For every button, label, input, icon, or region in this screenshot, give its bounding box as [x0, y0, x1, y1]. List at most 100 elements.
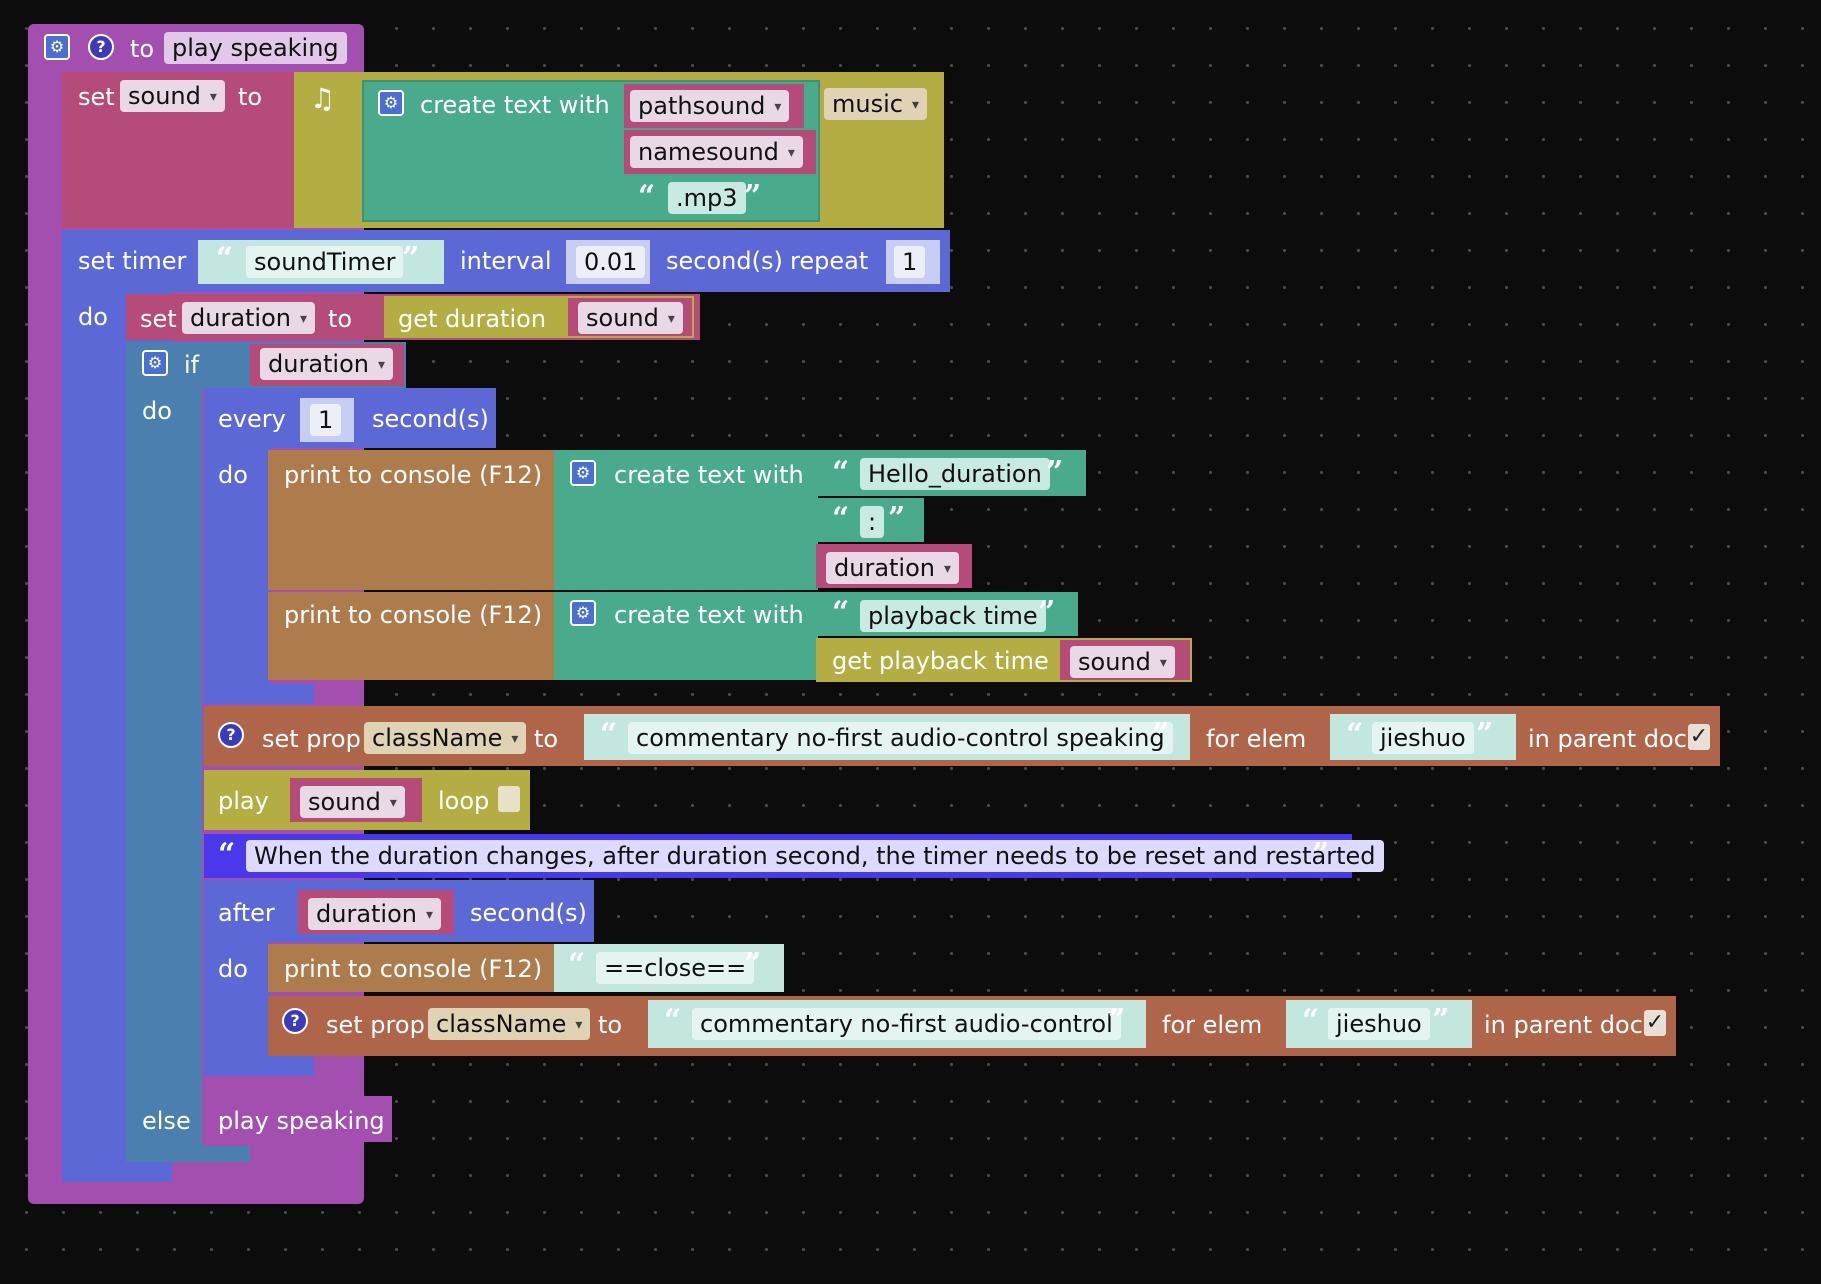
open-quote-icon: “ — [1346, 717, 1364, 752]
in-parent-doc-checkbox[interactable]: ✓ — [1688, 724, 1710, 750]
to-label: to — [328, 305, 353, 333]
close-quote-icon: ” — [1432, 1003, 1450, 1038]
condition-var-dropdown[interactable]: duration — [260, 348, 394, 380]
gear-icon[interactable]: ⚙ — [378, 90, 404, 116]
close-quote-icon: ” — [888, 501, 906, 536]
open-quote-icon: “ — [568, 947, 586, 982]
repeat-field[interactable]: 1 — [894, 246, 926, 278]
play-speaking-call-block[interactable] — [204, 1096, 392, 1142]
prop-dropdown[interactable]: className — [428, 1008, 591, 1040]
every-footer — [204, 684, 314, 704]
close-quote-icon: ” — [1108, 1003, 1126, 1038]
seconds-label: second(s) — [372, 405, 489, 433]
print-label: print to console (F12) — [284, 955, 543, 983]
seconds-label: second(s) — [666, 247, 783, 275]
timer-do-label: do — [78, 303, 108, 331]
elem-field[interactable]: jieshuo — [1372, 722, 1474, 754]
set-label: set — [78, 83, 115, 111]
play-label: play — [218, 787, 269, 815]
close-quote-icon: ” — [1038, 595, 1056, 630]
open-quote-icon: “ — [216, 241, 234, 276]
gear-icon[interactable]: ⚙ — [570, 460, 596, 486]
play-speaking-call-label: play speaking — [218, 1107, 385, 1135]
to-label: to — [598, 1011, 623, 1039]
open-quote-icon: “ — [832, 501, 850, 536]
open-quote-icon: “ — [664, 1003, 682, 1038]
set-label: set — [140, 305, 177, 333]
after-var-dropdown[interactable]: duration — [308, 898, 442, 930]
create-text-block[interactable] — [554, 592, 818, 680]
elem-field[interactable]: jieshuo — [1328, 1008, 1430, 1040]
procedure-name-field[interactable]: play speaking — [164, 32, 347, 64]
open-quote-icon: “ — [600, 717, 618, 752]
hello-text-field[interactable]: Hello_duration — [860, 458, 1050, 490]
print-console-block-1[interactable] — [268, 450, 558, 590]
sound-arg-dropdown[interactable]: sound — [578, 302, 683, 334]
gear-icon[interactable]: ⚙ — [44, 34, 70, 60]
pathsound-var[interactable]: pathsound — [630, 90, 790, 122]
print-console-block-2[interactable] — [268, 592, 558, 680]
mp3-text-field[interactable]: .mp3 — [668, 182, 746, 214]
loop-label: loop — [438, 787, 490, 815]
if-label: if — [184, 351, 200, 379]
gear-icon[interactable]: ⚙ — [142, 350, 168, 376]
in-parent-doc-checkbox[interactable]: ✓ — [1644, 1010, 1666, 1036]
for-elem-label: for elem — [1162, 1011, 1263, 1039]
set-prop-label: set prop — [326, 1011, 425, 1039]
create-text-label: create text with — [614, 461, 804, 489]
create-text-block[interactable] — [554, 450, 818, 590]
print-label: print to console (F12) — [284, 601, 543, 629]
get-duration-label: get duration — [398, 305, 547, 333]
help-icon[interactable]: ? — [218, 722, 244, 748]
close-quote-icon: ” — [744, 179, 762, 214]
after-label: after — [218, 899, 275, 927]
create-text-label: create text with — [614, 601, 804, 629]
timer-name-field[interactable]: soundTimer — [246, 246, 404, 278]
to-label: to — [238, 83, 263, 111]
every-number-field[interactable]: 1 — [310, 404, 342, 436]
duration-var-dropdown[interactable]: duration — [826, 552, 960, 584]
open-quote-icon: “ — [638, 179, 656, 214]
help-icon[interactable]: ? — [282, 1008, 308, 1034]
procedure-footer — [28, 1186, 364, 1204]
prop-value-field[interactable]: commentary no-first audio-control speaki… — [628, 722, 1173, 754]
close-quote-icon: ” — [744, 947, 762, 982]
gear-icon[interactable]: ⚙ — [570, 600, 596, 626]
sound-arg-dropdown[interactable]: sound — [1070, 646, 1175, 678]
seconds-label: second(s) — [470, 899, 587, 927]
close-text-field[interactable]: ==close== — [596, 952, 755, 984]
interval-field[interactable]: 0.01 — [576, 246, 646, 278]
prop-dropdown[interactable]: className — [364, 722, 527, 754]
if-footer — [126, 1146, 250, 1162]
sound-variable-dropdown[interactable]: sound — [120, 80, 225, 112]
after-footer — [204, 1056, 314, 1076]
help-icon[interactable]: ? — [88, 34, 114, 60]
print-label: print to console (F12) — [284, 461, 543, 489]
play-var-dropdown[interactable]: sound — [300, 786, 405, 818]
loop-checkbox[interactable] — [498, 786, 520, 812]
to-label: to — [534, 725, 559, 753]
colon-text-field[interactable]: : — [860, 506, 885, 538]
close-quote-icon: ” — [1312, 837, 1330, 872]
if-block[interactable] — [126, 342, 202, 1162]
comment-text[interactable]: When the duration changes, after duratio… — [246, 840, 1384, 872]
open-quote-icon: “ — [832, 595, 850, 630]
music-note-icon: ♫ — [310, 82, 336, 115]
close-quote-icon: ” — [1476, 717, 1494, 752]
get-playback-label: get playback time — [832, 647, 1049, 675]
close-quote-icon: ” — [402, 241, 420, 276]
if-do-label: do — [142, 397, 172, 425]
open-quote-icon: “ — [218, 837, 236, 872]
playback-text-field[interactable]: playback time — [860, 600, 1046, 632]
namesound-var[interactable]: namesound — [630, 136, 803, 168]
close-quote-icon: ” — [1152, 717, 1170, 752]
prop-value-field[interactable]: commentary no-first audio-control — [692, 1008, 1121, 1040]
open-quote-icon: “ — [832, 455, 850, 490]
sound-type-dropdown[interactable]: music — [824, 88, 927, 120]
duration-variable-dropdown[interactable]: duration — [182, 302, 316, 334]
for-elem-label: for elem — [1206, 725, 1307, 753]
close-quote-icon: ” — [1046, 455, 1064, 490]
create-text-label: create text with — [420, 91, 610, 119]
print-console-block-3[interactable] — [268, 944, 558, 992]
interval-label: interval — [460, 247, 552, 275]
